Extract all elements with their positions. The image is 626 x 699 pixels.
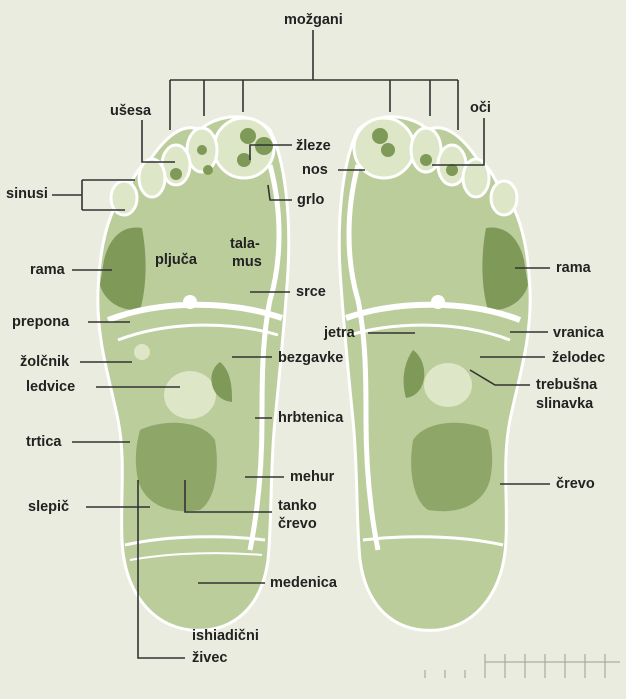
label-lungs: pljuča [155, 252, 197, 268]
label-sciatic-1: ishiadični [192, 628, 259, 644]
label-kidneys: ledvice [26, 379, 75, 395]
label-stomach: želodec [552, 350, 605, 366]
label-glands: žleze [296, 138, 331, 154]
label-thalamus-1: tala- [230, 236, 260, 252]
label-sinuses: sinusi [6, 186, 48, 202]
label-shoulder-right: rama [556, 260, 591, 276]
label-brain: možgani [284, 12, 343, 28]
label-nose: nos [302, 162, 328, 178]
label-intestine: črevo [556, 476, 595, 492]
label-bladder: mehur [290, 469, 334, 485]
label-eyes: oči [470, 100, 491, 116]
label-small-intestine-1: tanko [278, 498, 317, 514]
label-heart: srce [296, 284, 326, 300]
left-kidney-zone [164, 371, 216, 419]
right-foot [339, 117, 530, 631]
scale-ruler [415, 640, 620, 685]
label-ears: ušesa [110, 103, 151, 119]
label-small-intestine-2: črevo [278, 516, 317, 532]
label-gallbladder: žolčnik [20, 354, 69, 370]
label-shoulder-left: rama [30, 262, 65, 278]
label-coccyx: trtica [26, 434, 61, 450]
label-appendix: slepič [28, 499, 69, 515]
label-spleen: vranica [553, 325, 604, 341]
label-pancreas-2: slinavka [536, 396, 593, 412]
label-liver: jetra [324, 325, 355, 341]
label-thalamus-2: mus [232, 254, 262, 270]
left-foot [98, 117, 289, 631]
left-toe-4 [139, 159, 165, 197]
label-throat: grlo [297, 192, 324, 208]
label-pelvis: medenica [270, 575, 337, 591]
label-pancreas-1: trebušna [536, 377, 597, 393]
label-sciatic-2: živec [192, 650, 227, 666]
label-groin: prepona [12, 314, 69, 330]
label-spine: hrbtenica [278, 410, 343, 426]
label-lymph: bezgavke [278, 350, 343, 366]
